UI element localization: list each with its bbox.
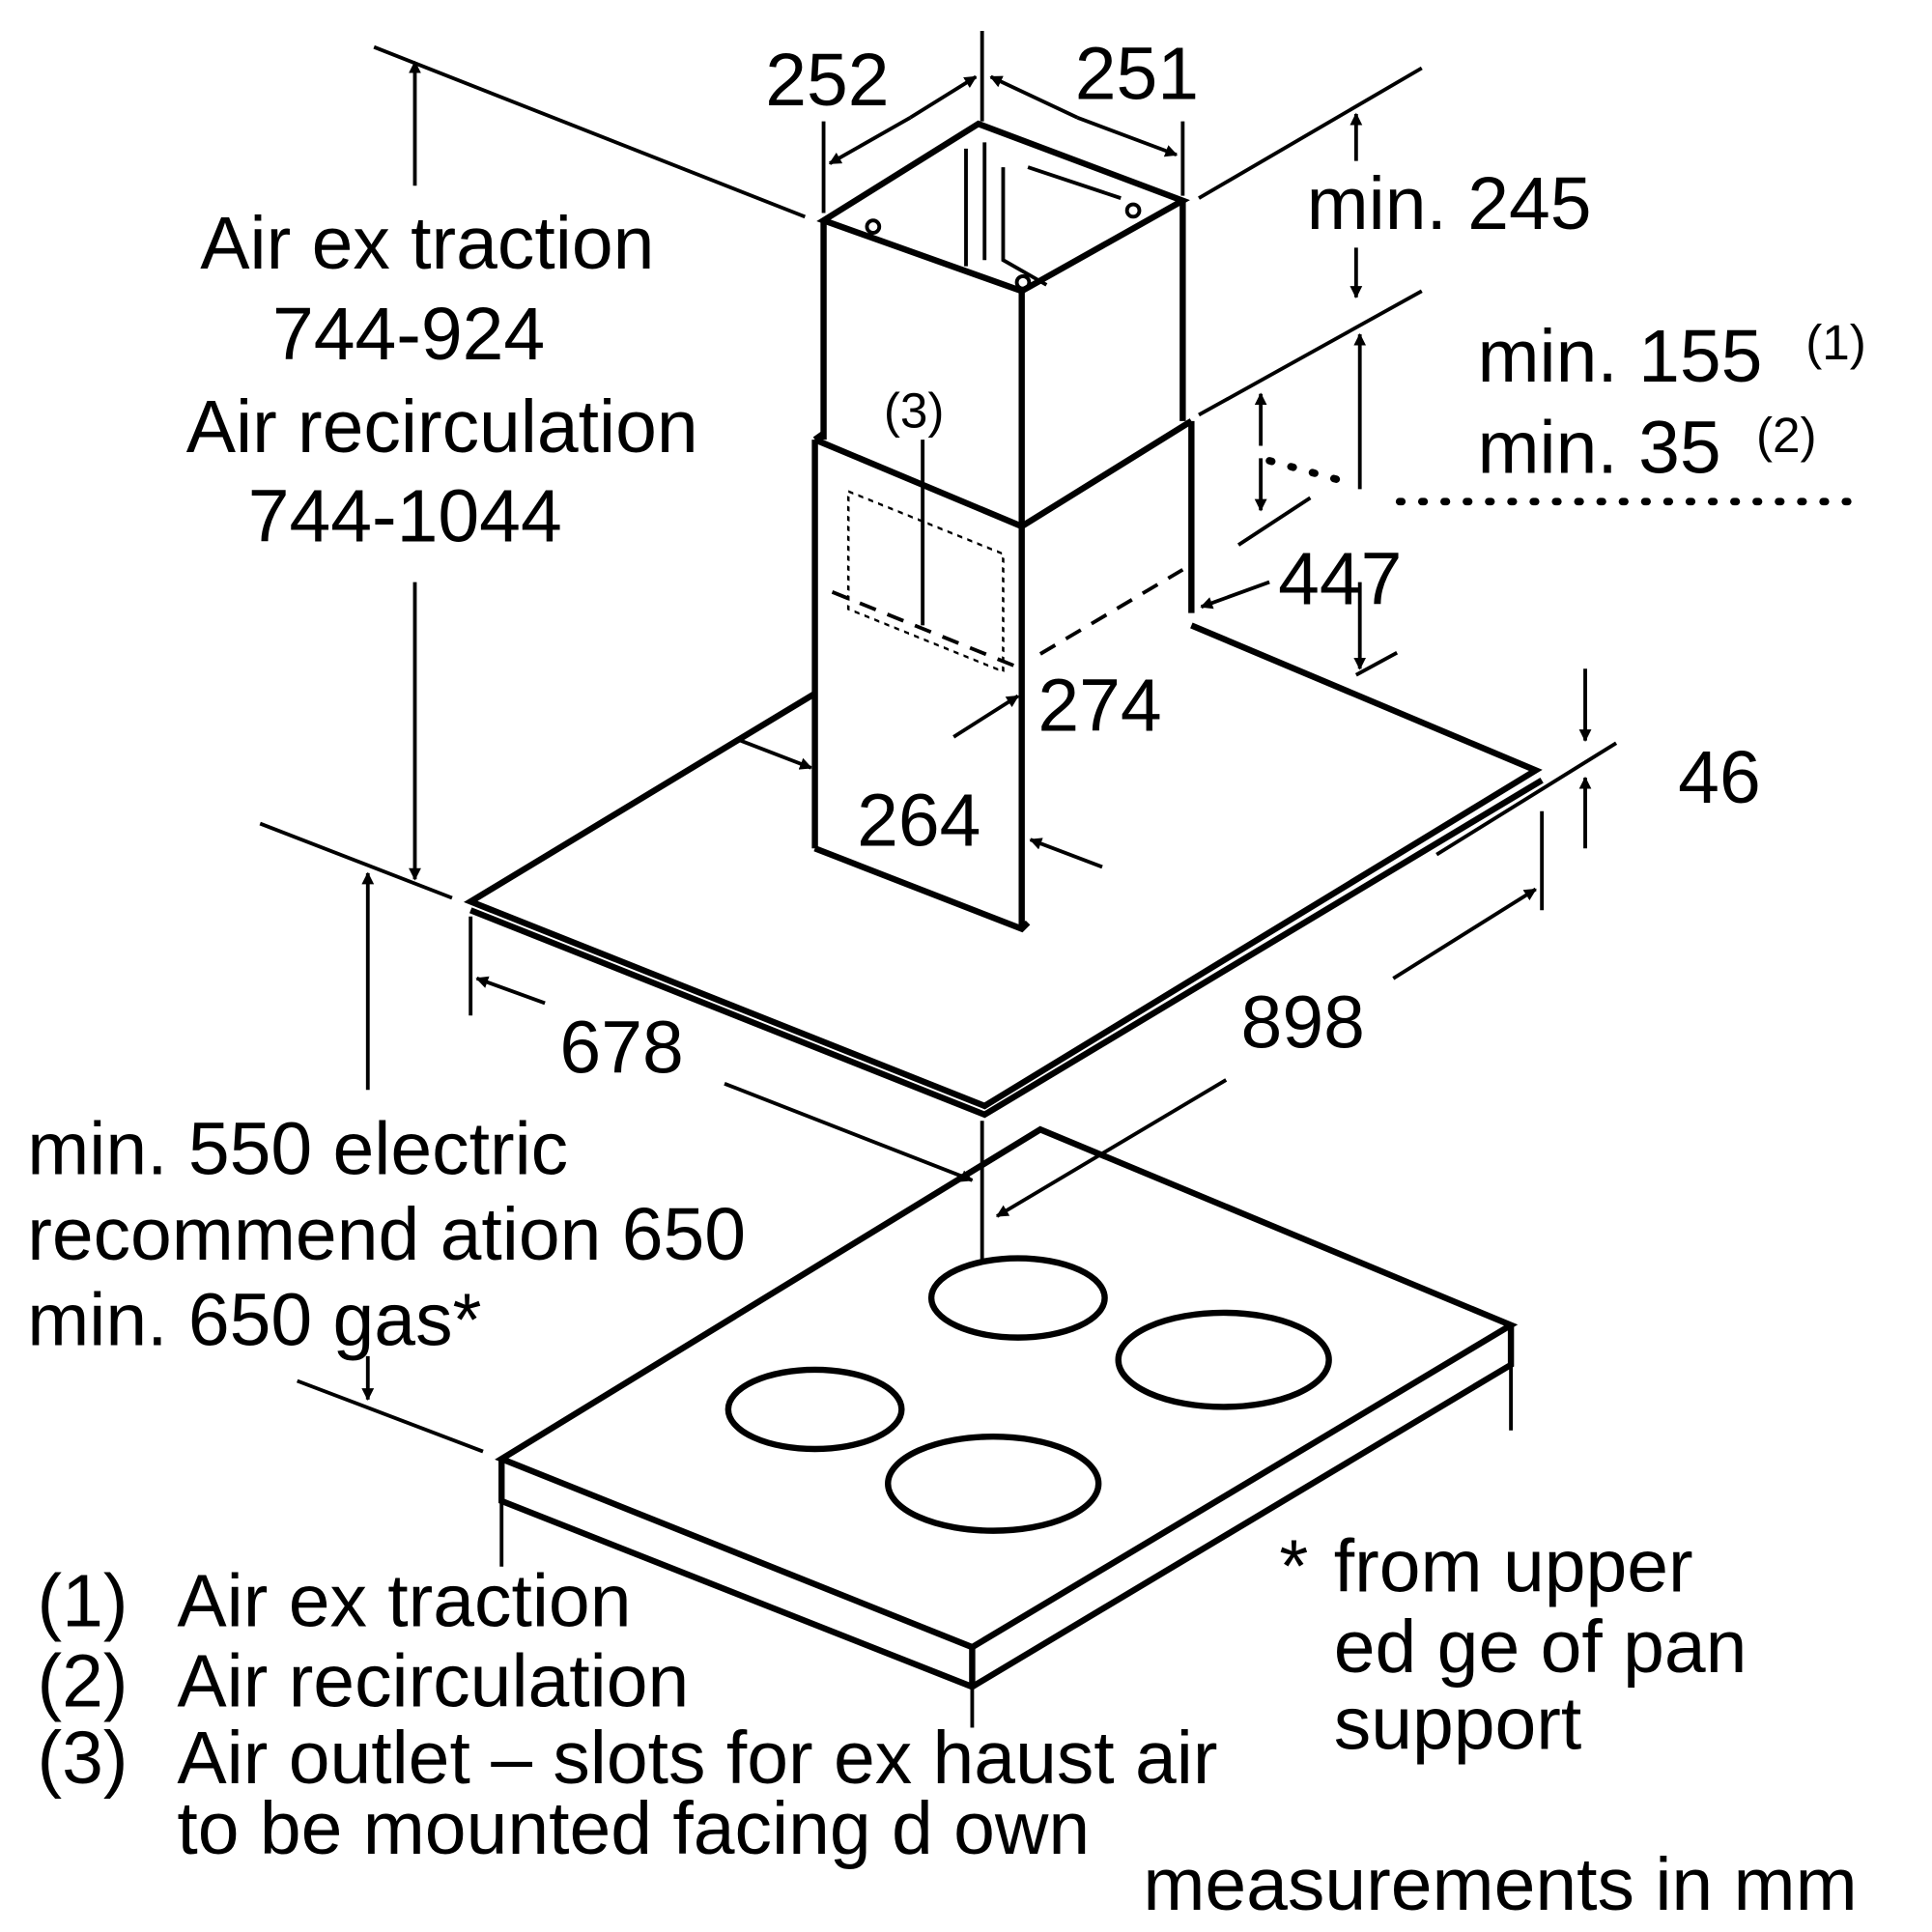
ref-1: (1) [1805,315,1866,370]
dim-447: 447 [1278,538,1402,621]
burner [724,1366,905,1453]
legend-text-1: Air ex traction [177,1559,631,1642]
dim-898: 898 [1241,981,1365,1065]
dim-251: 251 [1075,33,1199,116]
legend-num-3: (3) [37,1717,128,1800]
dim-264: 264 [857,780,980,863]
dim-252: 252 [765,39,889,122]
dimension-lines [259,31,1868,1454]
dim-min-155: min. 155 [1477,315,1762,398]
extraction-value: 744-924 [272,293,545,376]
ref-2: (2) [1756,408,1817,463]
burner [885,1433,1102,1534]
dim-274: 274 [1037,664,1161,747]
clearance-line3: min. 650 gas* [27,1278,481,1361]
legend-num-2: (2) [37,1640,128,1723]
units-note: measurements in mm [1143,1843,1857,1926]
cooktop [495,1125,1519,1728]
extraction-label: Air ex traction [200,202,654,285]
legend-num-1: (1) [37,1559,128,1642]
burner [1115,1309,1332,1410]
recirculation-value: 744-1044 [248,474,562,557]
air-outlet-slots-icon [846,489,1005,674]
dim-46: 46 [1678,736,1761,819]
footnote-line2: ed ge of pan [1334,1605,1747,1689]
dim-min-35: min. 35 [1477,407,1720,490]
legend-text-3: Air outlet – slots for ex haust air [177,1717,1217,1800]
footnote-star: * [1279,1524,1308,1607]
legend-text-2: Air recirculation [177,1640,689,1723]
footnote-line3: support [1334,1682,1582,1765]
canopy [463,622,1544,1119]
ref-3: (3) [884,383,945,438]
dim-min-245: min. 245 [1307,162,1592,245]
legend-text-3b: to be mounted facing d own [177,1787,1090,1870]
recirculation-label: Air recirculation [186,385,698,469]
chimney [816,120,1190,526]
dim-678: 678 [559,1006,683,1089]
burner [927,1255,1108,1341]
clearance-line2: recommend ation 650 [27,1193,746,1276]
lower-chimney [811,418,1195,933]
clearance-line1: min. 550 electric [27,1107,568,1190]
footnote-line1: from upper [1334,1524,1693,1607]
